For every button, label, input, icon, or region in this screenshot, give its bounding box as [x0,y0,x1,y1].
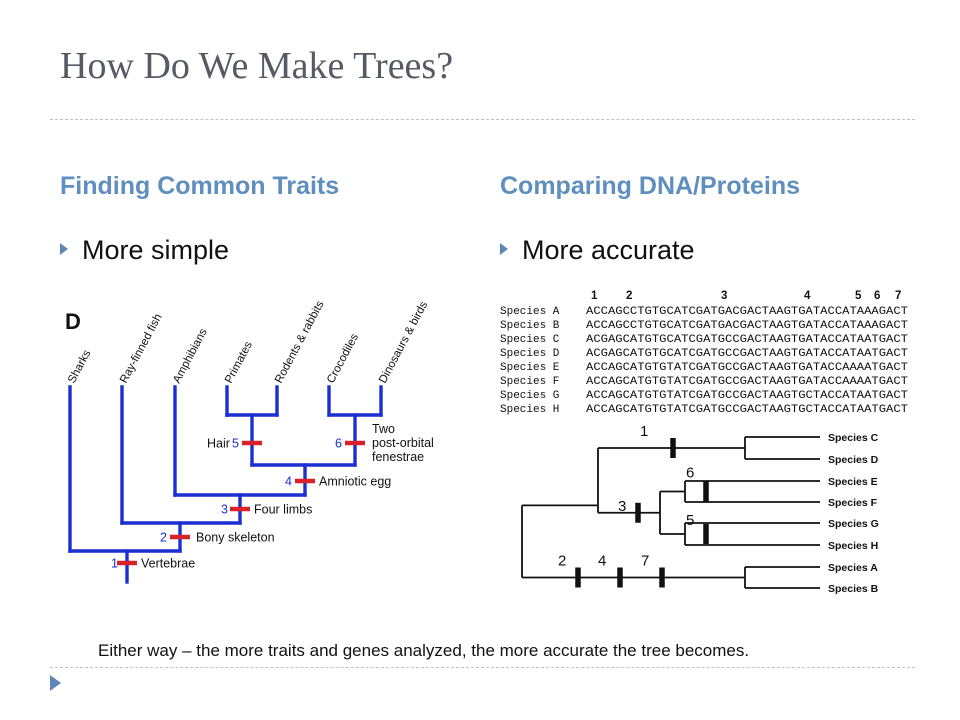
position-number: 7 [895,290,901,302]
right-bullet: More accurate [500,235,695,266]
position-number: 6 [874,290,880,302]
alignment-species: Species B [500,320,560,332]
alignment-species: Species H [500,404,559,416]
leaf-label: Species F [828,497,878,509]
taxon-label: Ray-finned fish [118,312,165,385]
position-number: 3 [721,290,727,302]
leaf-label: Species C [828,432,879,444]
trait-name-fenestrae-2: post-orbital [372,436,434,450]
taxon-label: Primates [223,339,255,385]
trait-tree-lines [68,385,383,584]
alignment-sequence: ACCAGCATGTGTATCGATGCCGACTAAGTGATACCAAAAT… [586,362,908,374]
trait-name-hair: Hair [207,437,230,451]
alignment-sequence: ACCAGCCTGTGCATCGATGACGACTAAGTGATACCATAAA… [586,306,908,318]
bullet-triangle-icon [60,242,68,255]
leaf-label: Species G [828,518,879,530]
taxon-label: Amphibians [171,326,210,385]
trait-name-bony: Bony skeleton [196,531,275,545]
trait-number: 2 [160,531,167,545]
leaf-label: Species H [828,540,878,552]
trait-number: 3 [221,503,228,517]
taxon-label: Dinosaurs & birds [377,299,430,385]
leaf-label: Species B [828,583,879,595]
panel-label: D [65,309,81,334]
caption: Either way – the more traits and genes a… [98,641,750,660]
mutation-label: 6 [686,465,694,482]
mutation-label: 5 [686,512,694,529]
position-number: 5 [855,290,862,302]
taxon-label: Sharks [66,348,94,385]
mutation-label: 7 [641,553,649,570]
mutation-label: 4 [598,553,606,570]
footer-divider [50,667,915,668]
right-column-heading: Comparing DNA/Proteins [500,172,801,200]
trait-name-vertebrae: Vertebrae [141,557,195,571]
alignment-species: Species F [500,376,559,388]
left-bullet: More simple [60,235,229,266]
left-column-heading: Finding Common Traits [60,172,340,200]
alignment-species: Species C [500,334,560,346]
alignment-species: Species A [500,306,560,318]
trait-number: 5 [232,437,239,451]
alignment-species: Species D [500,348,560,360]
leaf-label: Species A [828,562,878,574]
mutation-label: 1 [640,423,648,440]
title-divider [50,119,915,120]
position-number: 2 [626,290,632,302]
trait-tree-marks [117,440,365,566]
alignment-species: Species G [500,390,559,402]
trait-name-egg: Amniotic egg [319,475,391,489]
trait-number: 4 [285,475,292,489]
alignment-sequence: ACCAGCCTGTGCATCGATGACGACTAAGTGATACCATAAA… [586,320,908,332]
bullet-triangle-icon [500,242,508,255]
dna-tree: Species C Species D Species E Species F Spec… [521,423,879,595]
trait-name-limbs: Four limbs [254,503,312,517]
leaf-label: Species D [828,454,879,466]
corner-triangle-icon [50,675,61,691]
taxon-label: Crocodiles [325,332,361,386]
trait-name-fenestrae-3: fenestrae [372,450,424,464]
slide-title: How Do We Make Trees? [60,45,454,87]
alignment-sequence: ACGAGCATGTGCATCGATGCCGACTAAGTGATACCATAAT… [586,348,908,360]
position-number: 1 [591,290,598,302]
trait-name-fenestrae-1: Two [372,422,395,436]
alignment-sequence: ACGAGCATGTGCATCGATGCCGACTAAGTGATACCATAAT… [586,334,908,346]
alignment-sequence: ACCAGCATGTGTATCGATGCCGACTAAGTGATACCAAAAT… [586,376,908,388]
left-bullet-text: More simple [82,235,230,265]
position-number: 4 [804,290,811,302]
taxon-label: Rodents & rabbits [273,299,327,386]
trait-number: 1 [111,557,118,571]
alignment-sequence: ACCAGCATGTGTATCGATGCCGACTAAGTGCTACCATAAT… [586,404,908,416]
mutation-label: 3 [618,498,626,515]
alignment-sequence: ACCAGCATGTGTATCGATGCCGACTAAGTGCTACCATAAT… [586,390,908,402]
right-bullet-text: More accurate [522,235,695,265]
leaf-label: Species E [828,476,878,488]
trait-number: 6 [335,437,342,451]
alignment-species: Species E [500,362,560,374]
mutation-label: 2 [558,553,566,570]
